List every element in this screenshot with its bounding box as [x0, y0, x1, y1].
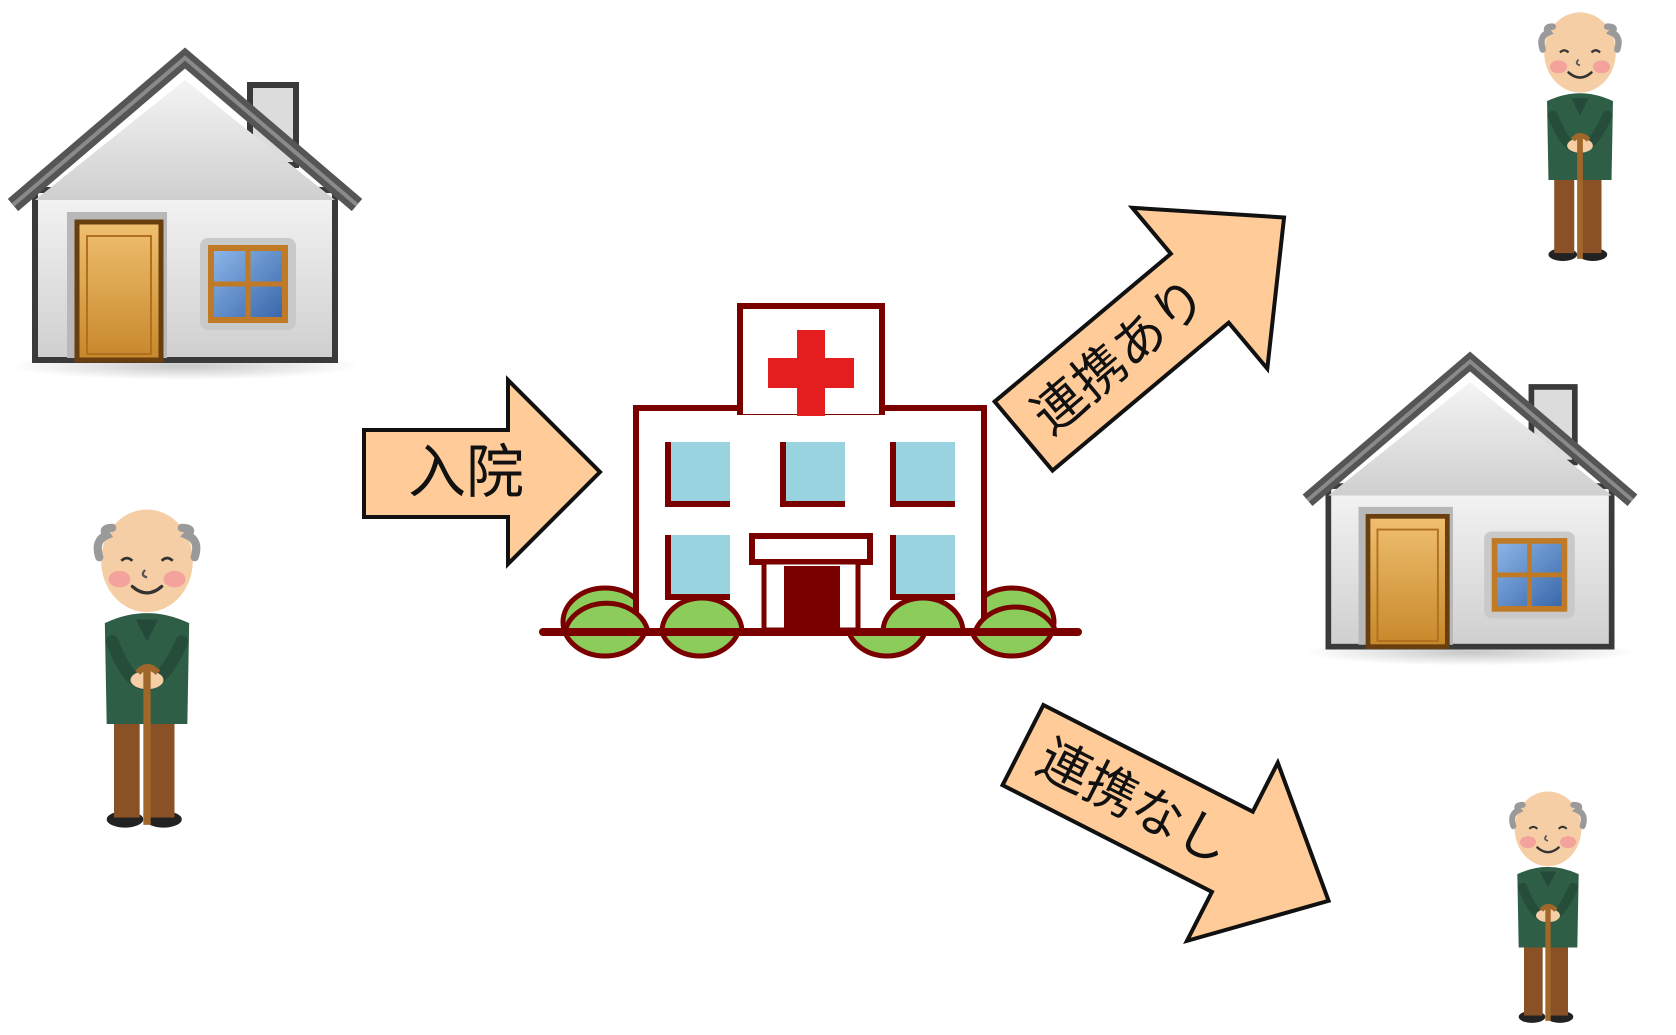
patient-declined-icon — [1512, 792, 1584, 1023]
patient-healthy-icon — [1541, 12, 1618, 261]
patient-before-icon — [98, 510, 197, 828]
admission-arrow: 入院 — [362, 375, 603, 569]
admission-label: 入院 — [408, 438, 524, 506]
with-coordination-arrow: 連携あり — [991, 205, 1287, 474]
home-after-icon — [1305, 361, 1636, 665]
hospital-icon — [539, 303, 1082, 659]
without-coordination-arrow: 連携なし — [999, 702, 1332, 945]
home-before-icon — [10, 58, 360, 380]
